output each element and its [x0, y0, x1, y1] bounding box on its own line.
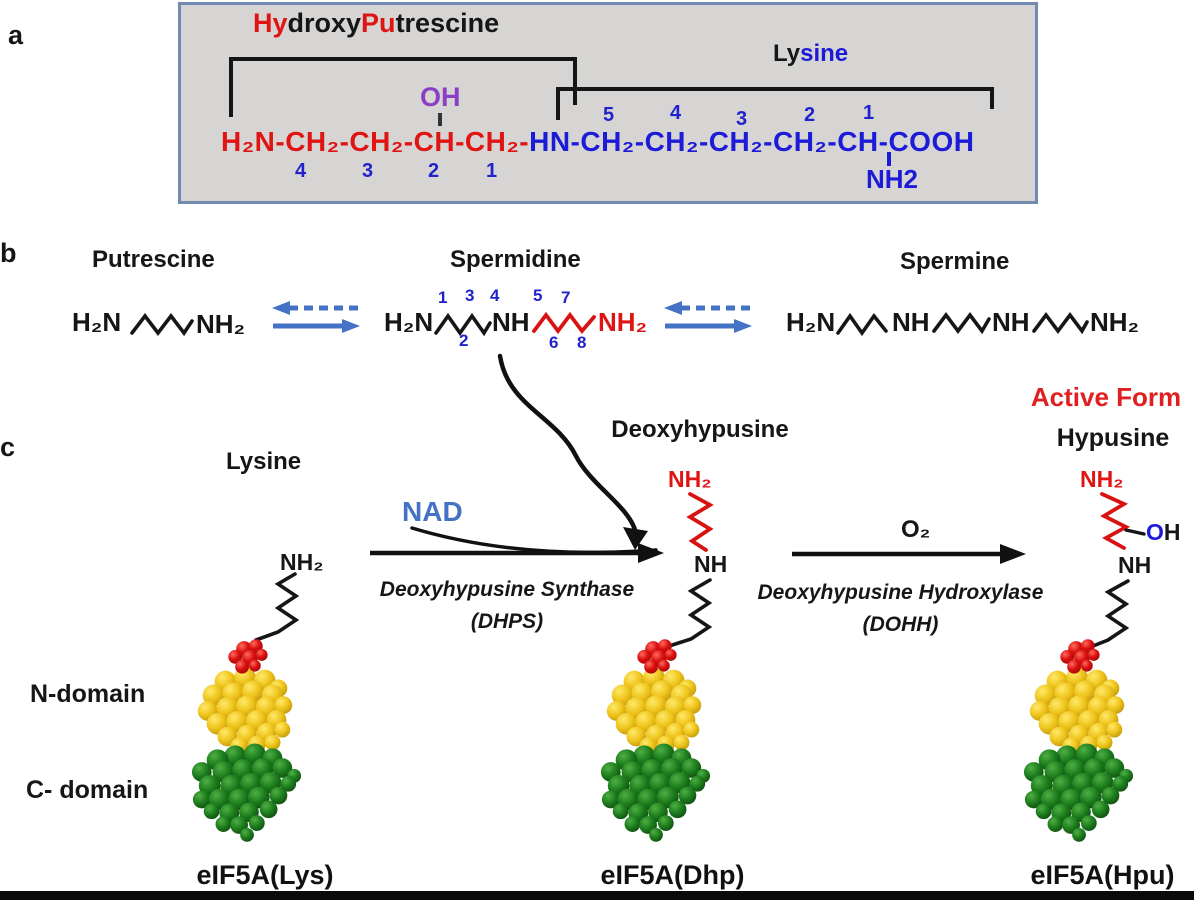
dohh-enzyme-label: Deoxyhypusine Hydroxylase (DOHH): [728, 577, 1073, 640]
title-seg: droxy: [287, 8, 362, 38]
protein-label: eIF5A(Lys): [196, 860, 334, 890]
hpu-chain-nh2: NH₂: [1080, 466, 1124, 492]
hydroxyputrescine-bracket: [229, 57, 577, 61]
hypusine-formula: H₂N-CH₂-CH₂-CH-CH₂-HN-CH₂-CH₂-CH₂-CH₂-CH…: [221, 126, 974, 158]
carbon-number: 1: [438, 288, 448, 307]
putrescine-title: Putrescine: [92, 246, 215, 273]
carbon-number: 5: [533, 286, 543, 305]
title-seg: Pu: [361, 8, 396, 38]
putrescine-nh2: NH₂: [196, 309, 246, 339]
spermine-nh: NH: [892, 307, 930, 337]
enzyme-name: Deoxyhypusine Synthase: [379, 578, 635, 601]
spermidine-nh2: NH₂: [598, 307, 648, 337]
spermine-zigzag: [836, 312, 888, 337]
carbon-number: 5: [603, 104, 615, 126]
hpu-side-chain-zigzag: [1081, 579, 1130, 652]
spermine-h2n: H₂N: [786, 307, 836, 337]
putrescine-h2n: H₂N: [72, 307, 122, 337]
spermidine-title: Spermidine: [450, 246, 581, 273]
title-seg: Hy: [253, 8, 288, 38]
spermine-zigzag: [932, 312, 991, 335]
eif5a-lys-protein-model: [191, 639, 302, 842]
carbon-number: 4: [490, 286, 500, 305]
dohh-reaction-arrow: [792, 544, 1026, 564]
carbon-number: 4: [295, 160, 307, 182]
spermidine-zigzag-red: [532, 311, 596, 335]
hypusine-title: Hypusine: [1056, 424, 1170, 452]
carbon-number: 3: [362, 160, 374, 182]
spermidine-h2n: H₂N: [384, 307, 434, 337]
carbon-number: 1: [863, 102, 875, 124]
lysine-bracket-tick: [556, 87, 560, 120]
dhp-chain-nh: NH: [694, 551, 728, 577]
spermidine-zigzag-black: [434, 312, 492, 337]
carbon-number: 2: [428, 160, 440, 182]
deoxyhypusine-title: Deoxyhypusine: [611, 416, 789, 443]
panel-b-label: b: [0, 238, 17, 268]
title-seg: Ly: [773, 40, 801, 67]
hpu-chain-nh: NH: [1118, 552, 1152, 578]
protein-label: eIF5A(Hpu): [1030, 860, 1175, 890]
oh-bond: [438, 113, 442, 126]
spermidine-nh: NH: [492, 307, 530, 337]
lys-chain-nh2: NH₂: [280, 549, 324, 575]
hpu-hydroxyl-label: OH: [1146, 519, 1181, 546]
protein-label: eIF5A(Dhp): [600, 860, 745, 890]
carbon-number: 6: [549, 333, 559, 352]
spermine-nh: NH: [992, 307, 1030, 337]
oxygen-atom: O: [1146, 519, 1164, 545]
c-domain-label: C- domain: [26, 776, 149, 804]
title-seg: sine: [800, 40, 849, 67]
lysine-bracket-title: Lysine: [773, 40, 848, 68]
eif5a-hpu-protein-model: [1023, 639, 1134, 842]
bottom-border-bar: [0, 891, 1194, 900]
enzyme-abbr: (DOHH): [862, 612, 939, 636]
equilibrium-arrows: [664, 301, 752, 333]
carbon-number: 4: [670, 102, 682, 124]
nh2-bond: [887, 152, 891, 166]
nad-label: NAD: [402, 496, 463, 527]
hydroxyputrescine-bracket-tick: [573, 57, 577, 105]
enzyme-abbr: (DHPS): [470, 609, 544, 633]
carbon-number: 3: [465, 286, 475, 305]
lysine-substrate-title: Lysine: [226, 448, 302, 475]
spermine-zigzag: [1032, 312, 1089, 335]
hpu-hydroxyaminobutyl-zigzag: [1100, 492, 1146, 550]
hydroxyputrescine-title: HydroxyPutrescine: [253, 8, 499, 39]
carbon-number: 2: [804, 104, 816, 126]
putrescine-zigzag: [130, 313, 194, 337]
spermine-nh2: NH₂: [1090, 307, 1140, 337]
panel-c-label: c: [0, 432, 16, 462]
carbon-number: 1: [486, 160, 498, 182]
dhp-aminobutyl-zigzag: [686, 492, 714, 552]
dhp-chain-nh2: NH₂: [668, 466, 712, 492]
eif5a-dhp-protein-model: [600, 639, 711, 842]
spermidine-transfer-arrow: [497, 353, 648, 550]
title-seg: trescine: [395, 8, 500, 38]
hypusine-structure-box: [178, 2, 1038, 204]
lysine-bracket-tick: [990, 87, 994, 109]
hydroxyputrescine-bracket-tick: [229, 57, 233, 117]
oxygen-label: O₂: [901, 516, 931, 543]
active-form-label: Active Form: [1030, 382, 1182, 412]
carbon-number: 8: [577, 333, 587, 352]
lysine-bracket: [556, 87, 994, 91]
hydrogen-atom: H: [1163, 519, 1181, 545]
panel-a-label: a: [8, 20, 24, 50]
alpha-amino-label: NH2: [866, 164, 919, 194]
spermine-title: Spermine: [900, 248, 1010, 275]
hydroxyl-label: OH: [420, 82, 461, 112]
carbon-number: 3: [736, 108, 748, 130]
carbon-number: 7: [561, 288, 571, 307]
dhps-reaction-arrow: [370, 543, 664, 563]
n-domain-label: N-domain: [30, 680, 146, 708]
formula-lysine-part: HN-CH₂-CH₂-CH₂-CH₂-CH-COOH: [529, 126, 975, 157]
dhps-enzyme-label: Deoxyhypusine Synthase (DHPS): [352, 574, 662, 637]
enzyme-name: Deoxyhypusine Hydroxylase: [757, 581, 1044, 604]
carbon-number: 2: [459, 331, 469, 350]
lys-side-chain-zigzag: [254, 572, 300, 642]
formula-hydroxyputrescine-part: H₂N-CH₂-CH₂-CH-CH₂-: [221, 126, 530, 157]
equilibrium-arrows: [272, 301, 360, 333]
dhp-side-chain-zigzag: [661, 578, 713, 650]
